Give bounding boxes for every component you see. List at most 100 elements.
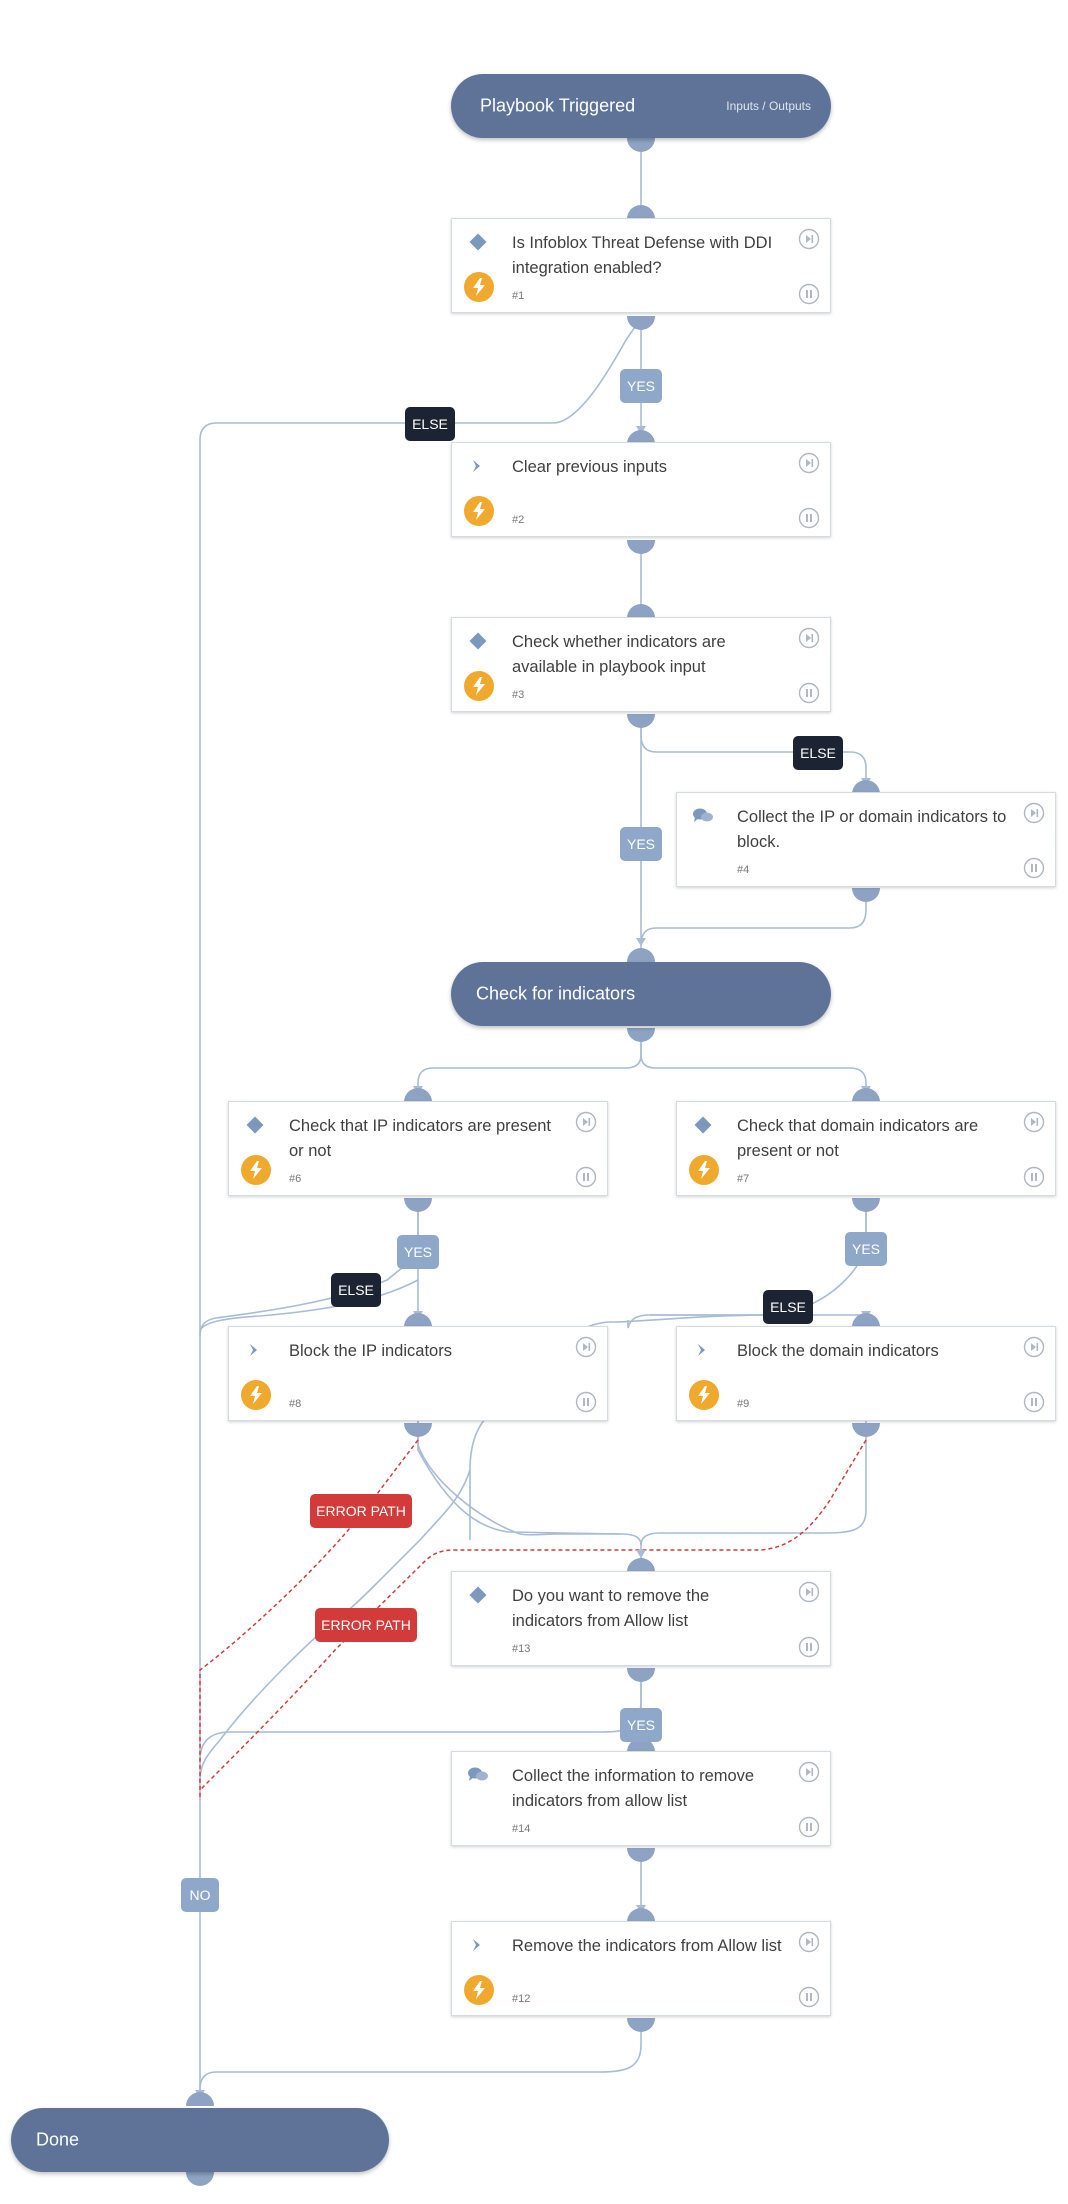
connector-dot[interactable] [627, 316, 655, 330]
pause-icon[interactable] [798, 682, 820, 704]
skip-icon[interactable] [1023, 1111, 1045, 1133]
task-7[interactable]: Check that domain indicators are present… [676, 1101, 1056, 1196]
task-8[interactable]: Block the IP indicators #8 [228, 1326, 608, 1421]
connector-dot[interactable] [627, 1028, 655, 1042]
task-title: Check that domain indicators are present… [737, 1117, 979, 1160]
task-2[interactable]: Clear previous inputs #2 [451, 442, 831, 537]
task-1[interactable]: Is Infoblox Threat Defense with DDI inte… [451, 218, 831, 313]
task-number: #14 [512, 1823, 531, 1835]
connector-dot[interactable] [186, 2092, 214, 2106]
branch-label-yes[interactable]: YES [845, 1232, 887, 1266]
pause-icon[interactable] [798, 1636, 820, 1658]
skip-icon[interactable] [1023, 1336, 1045, 1358]
skip-icon[interactable] [798, 452, 820, 474]
branch-label-no[interactable]: NO [181, 1878, 219, 1912]
done-node[interactable]: Done [11, 2108, 389, 2172]
connector-dot[interactable] [627, 1668, 655, 1682]
task-title: Do you want to remove the indicators fro… [512, 1587, 710, 1630]
connector-dot[interactable] [627, 540, 655, 554]
task-14[interactable]: Collect the information to remove indica… [451, 1751, 831, 1846]
skip-icon[interactable] [798, 228, 820, 250]
diamond-icon [242, 1112, 268, 1138]
pause-icon[interactable] [1023, 857, 1045, 879]
inputs-outputs-link[interactable]: Inputs / Outputs [726, 99, 811, 113]
skip-icon[interactable] [575, 1111, 597, 1133]
task-number: #3 [512, 689, 525, 701]
task-13[interactable]: Do you want to remove the indicators fro… [451, 1571, 831, 1666]
skip-icon[interactable] [575, 1336, 597, 1358]
branch-label-else[interactable]: ELSE [763, 1290, 813, 1324]
pause-icon[interactable] [575, 1391, 597, 1413]
branch-label-yes[interactable]: YES [397, 1235, 439, 1269]
task-number: #12 [512, 1993, 531, 2005]
chevron-right-icon [242, 1337, 268, 1363]
connector-dot[interactable] [404, 1423, 432, 1437]
branch-label-yes[interactable]: YES [620, 369, 662, 403]
task-number: #6 [289, 1173, 302, 1185]
connector-dot[interactable] [186, 2172, 214, 2186]
pause-icon[interactable] [1023, 1166, 1045, 1188]
skip-icon[interactable] [798, 1761, 820, 1783]
chat-bubbles-icon [690, 803, 716, 829]
connector-dot[interactable] [627, 604, 655, 618]
connector-dot[interactable] [627, 1848, 655, 1862]
pause-icon[interactable] [798, 507, 820, 529]
section-header-title: Check for indicators [476, 983, 636, 1004]
connector-dot[interactable] [627, 205, 655, 219]
branch-label-yes[interactable]: YES [620, 827, 662, 861]
branch-label-else[interactable]: ELSE [793, 736, 843, 770]
connector-dot[interactable] [627, 714, 655, 728]
connector-dot[interactable] [852, 1198, 880, 1212]
skip-icon[interactable] [798, 627, 820, 649]
lightning-bolt-icon [464, 496, 494, 526]
pause-icon[interactable] [798, 1816, 820, 1838]
branch-label-error-path[interactable]: ERROR PATH [315, 1608, 417, 1642]
playbook-triggered-node[interactable]: Playbook Triggered Inputs / Outputs [451, 74, 831, 138]
task-9[interactable]: Block the domain indicators #9 [676, 1326, 1056, 1421]
connector-dot[interactable] [852, 888, 880, 902]
pause-icon[interactable] [1023, 1391, 1045, 1413]
branch-label-yes[interactable]: YES [620, 1708, 662, 1742]
task-number: #9 [737, 1398, 750, 1410]
connector-dot[interactable] [852, 1313, 880, 1327]
done-title: Done [36, 2129, 80, 2150]
lightning-bolt-icon [464, 671, 494, 701]
connector-dot[interactable] [404, 1313, 432, 1327]
diamond-icon [465, 628, 491, 654]
pause-icon[interactable] [798, 283, 820, 305]
connector-dot[interactable] [404, 1088, 432, 1102]
connector-dot[interactable] [627, 138, 655, 152]
connector-dot[interactable] [627, 1908, 655, 1922]
task-6[interactable]: Check that IP indicators are present or … [228, 1101, 608, 1196]
chevron-right-icon [690, 1337, 716, 1363]
pause-icon[interactable] [575, 1166, 597, 1188]
connector-dot[interactable] [852, 1423, 880, 1437]
skip-icon[interactable] [798, 1931, 820, 1953]
task-number: #2 [512, 514, 525, 526]
branch-label-else[interactable]: ELSE [405, 407, 455, 441]
chat-bubbles-icon [465, 1762, 491, 1788]
connector-dot[interactable] [852, 1088, 880, 1102]
branch-label-error-path[interactable]: ERROR PATH [310, 1494, 412, 1528]
skip-icon[interactable] [1023, 802, 1045, 824]
skip-icon[interactable] [798, 1581, 820, 1603]
task-12[interactable]: Remove the indicators from Allow list #1… [451, 1921, 831, 2016]
branch-label-else[interactable]: ELSE [331, 1273, 381, 1307]
task-title: Remove the indicators from Allow list [512, 1937, 782, 1955]
task-number: #1 [512, 290, 525, 302]
connector-dot[interactable] [627, 1558, 655, 1572]
lightning-bolt-icon [241, 1155, 271, 1185]
connector-dot[interactable] [404, 1198, 432, 1212]
lightning-bolt-icon [464, 1975, 494, 2005]
task-title: Block the IP indicators [289, 1342, 452, 1360]
section-header-node[interactable]: Check for indicators [451, 962, 831, 1026]
connector-dot[interactable] [627, 430, 655, 444]
task-number: #7 [737, 1173, 750, 1185]
task-3[interactable]: Check whether indicators are available i… [451, 617, 831, 712]
connector-dot[interactable] [627, 2018, 655, 2032]
task-title: Check that IP indicators are present or … [289, 1117, 552, 1160]
pause-icon[interactable] [798, 1986, 820, 2008]
task-4[interactable]: Collect the IP or domain indicators to b… [676, 792, 1056, 887]
connector-dot[interactable] [627, 948, 655, 962]
connector-dot[interactable] [852, 780, 880, 794]
